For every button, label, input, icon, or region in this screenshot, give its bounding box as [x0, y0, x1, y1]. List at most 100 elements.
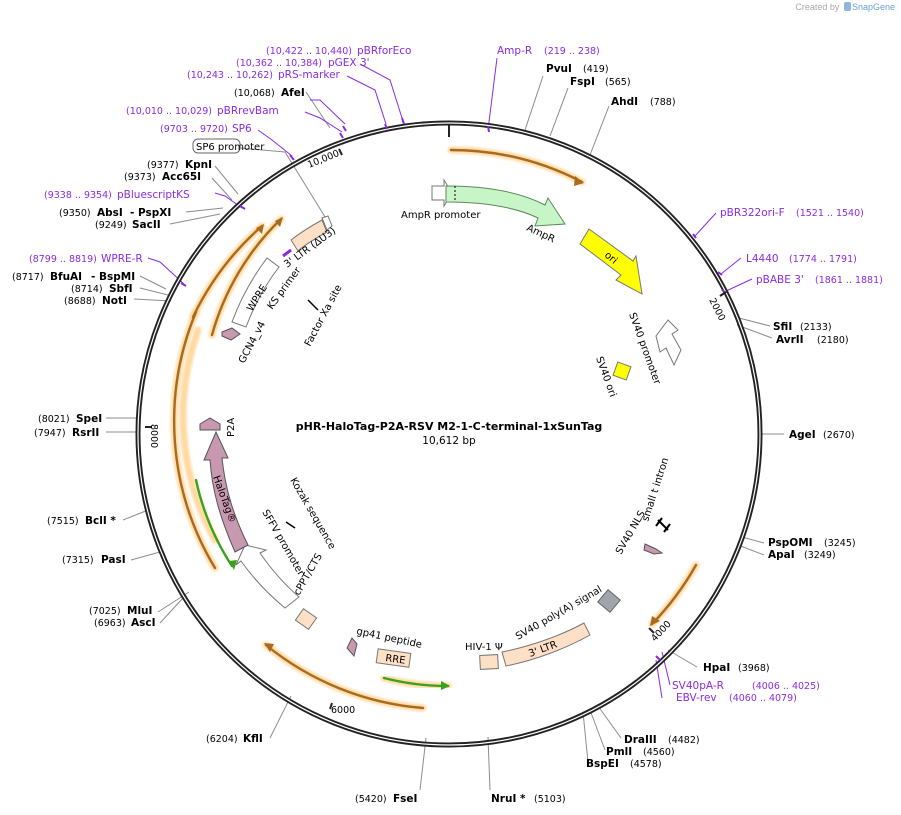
enzyme-pos: (8714) — [71, 284, 103, 295]
enzyme-name[interactable]: PspOMI — [768, 537, 813, 549]
enzyme-name[interactable]: - BspMI — [91, 271, 135, 283]
enzyme-name[interactable]: BspEI — [586, 758, 619, 770]
enzyme-name[interactable]: SacII — [132, 219, 161, 231]
sv40-promoter-arrow[interactable] — [655, 319, 682, 367]
primer-marks — [180, 117, 727, 661]
enzyme-name[interactable]: KflI — [243, 733, 263, 745]
primer-name[interactable]: Amp-R — [497, 45, 532, 57]
enzyme-name[interactable]: RsrII — [72, 427, 99, 439]
plasmid-name: pHR-HaloTag-P2A-RSV M2-1-C-terminal-1xSu… — [296, 420, 603, 433]
snapgene-credit: Created by SnapGene — [795, 2, 895, 12]
primer-name[interactable]: WPRE-R — [101, 253, 143, 265]
primer-name[interactable]: SP6 — [232, 123, 252, 135]
tick-label-2000: 2000 — [706, 296, 727, 323]
enzyme-name[interactable]: PasI — [101, 554, 126, 566]
factor-xa-label: Factor Xa site — [303, 283, 345, 348]
gp41-peptide-feature[interactable] — [346, 637, 358, 658]
enzyme-name[interactable]: BclI * — [85, 515, 116, 527]
enzyme-name[interactable]: AgeI — [789, 429, 816, 441]
hiv1-psi-label: HIV-1 Ψ — [465, 642, 503, 653]
enzyme-name[interactable]: - PspXI — [130, 207, 171, 219]
ori-feature[interactable] — [579, 228, 643, 295]
enzyme-name[interactable]: SbfI — [109, 283, 133, 295]
hiv1-psi-feature[interactable] — [479, 654, 499, 670]
enzyme-name[interactable]: KpnI — [185, 159, 212, 171]
enzyme-name[interactable]: SpeI — [76, 413, 102, 425]
enzyme-name[interactable]: FspI — [570, 76, 595, 88]
primer-pos: (10,243 .. 10,262) — [187, 70, 273, 81]
primer-pos: (10,422 .. 10,440) — [266, 46, 352, 57]
enzyme-name[interactable]: Acc65I — [162, 171, 201, 183]
enzyme-name[interactable]: AhdI — [611, 96, 638, 108]
enzyme-pos: (5103) — [534, 794, 566, 805]
enzyme-pos: (788) — [650, 97, 676, 108]
factor-xa-marker[interactable] — [307, 299, 319, 311]
sv40-polya-feature[interactable] — [597, 589, 621, 613]
primer-name[interactable]: pRS-marker — [278, 69, 341, 81]
enzyme-pos: (3249) — [804, 550, 836, 561]
cppt-cts-feature[interactable] — [294, 607, 318, 631]
enzyme-name[interactable]: BfuAI — [50, 271, 82, 283]
enzyme-name[interactable]: SfiI — [773, 321, 792, 333]
ltr3-feature[interactable] — [501, 622, 591, 667]
primer-name[interactable]: EBV-rev — [676, 692, 717, 704]
enzyme-pos: (7515) — [47, 516, 79, 527]
enzyme-pos: (8021) — [38, 414, 70, 425]
enzyme-name[interactable]: HpaI — [703, 662, 730, 674]
enzyme-name[interactable]: AscI — [131, 617, 156, 629]
enzyme-name[interactable]: NotI — [102, 295, 127, 307]
primer-name[interactable]: pBRforEco — [357, 45, 411, 57]
enzyme-name[interactable]: AbsI — [97, 207, 123, 219]
primer-name[interactable]: pBRrevBam — [217, 105, 279, 117]
kozak-sequence-marker[interactable] — [285, 521, 296, 529]
sp6-promoter-arrow[interactable] — [321, 215, 333, 231]
gp41-label: gp41 peptide — [355, 626, 422, 651]
primer-name[interactable]: pBluescriptKS — [117, 189, 190, 201]
enzyme-pos: (8717) — [12, 272, 44, 283]
enzyme-pos: (5420) — [355, 794, 387, 805]
sp6-promoter-label: SP6 promoter — [196, 142, 265, 153]
enzyme-name[interactable]: PmlI — [606, 746, 632, 758]
p2a-feature[interactable] — [199, 417, 221, 431]
enzyme-name[interactable]: FseI — [393, 793, 417, 805]
enzyme-pos: (6204) — [206, 734, 238, 745]
rre-feature[interactable] — [375, 648, 412, 668]
gcn4-feature[interactable] — [221, 327, 241, 341]
p2a-label: P2A — [226, 418, 237, 437]
enzyme-pos: (3968) — [738, 663, 770, 674]
sv40-promoter-label: SV40 promoter — [626, 311, 662, 387]
enzyme-pos: (2133) — [800, 322, 832, 333]
orf-arrowheads-green — [229, 560, 450, 690]
primer-name[interactable]: L4440 — [746, 253, 779, 265]
sv40-nls-feature[interactable] — [643, 543, 664, 555]
wpre-feature[interactable] — [231, 257, 280, 328]
halotag-feature[interactable] — [203, 430, 249, 553]
plasmid-size: 10,612 bp — [422, 435, 476, 447]
ampr-promoter-label: AmpR promoter — [401, 210, 481, 221]
enzyme-pos: (9249) — [95, 220, 127, 231]
enzyme-pos: (6963) — [94, 618, 126, 629]
enzyme-name[interactable]: DraIII — [624, 734, 657, 746]
ampr-feature[interactable] — [445, 185, 566, 227]
enzyme-name[interactable]: AfeI — [281, 87, 305, 99]
enzyme-name[interactable]: MluI — [127, 605, 152, 617]
enzyme-pos: (7947) — [34, 428, 66, 439]
enzyme-pos: (4482) — [668, 735, 700, 746]
enzyme-name[interactable]: NruI * — [491, 793, 526, 805]
small-t-intron-feature[interactable] — [655, 517, 671, 533]
primer-name[interactable]: SV40pA-R — [672, 680, 724, 692]
enzyme-name[interactable]: AvrII — [776, 334, 804, 346]
primer-pos: (1861 .. 1881) — [815, 275, 883, 286]
enzyme-name[interactable]: ApaI — [768, 549, 795, 561]
enzyme-name[interactable]: PvuI — [546, 63, 572, 75]
enzyme-pos: (4578) — [630, 759, 662, 770]
primer-name[interactable]: pGEX 3' — [328, 57, 370, 69]
primer-name[interactable]: pBABE 3' — [756, 274, 804, 286]
ltr3-du3-feature[interactable] — [290, 219, 328, 252]
primer-name[interactable]: pBR322ori-F — [720, 207, 785, 219]
ks-primer-marker[interactable] — [282, 248, 292, 258]
enzyme-pos: (9350) — [59, 208, 91, 219]
sv40-ori-feature[interactable] — [612, 361, 632, 381]
orf-arrowheads — [256, 176, 660, 652]
primer-pos: (9703 .. 9720) — [160, 124, 228, 135]
